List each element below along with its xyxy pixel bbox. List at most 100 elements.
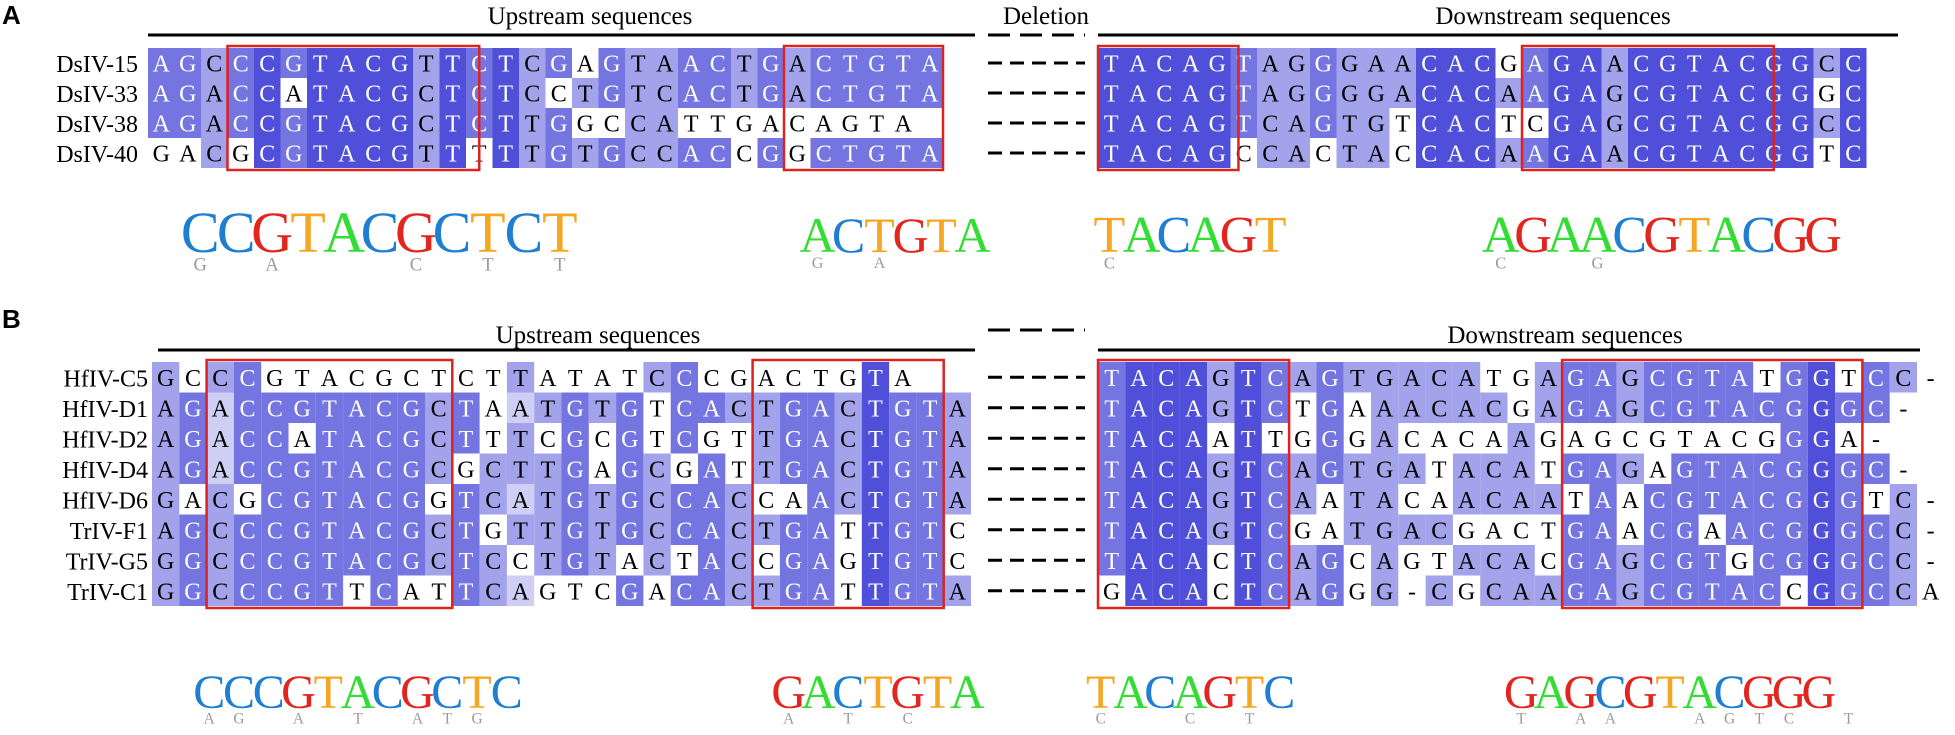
residue-cell (413, 48, 440, 78)
residue-cell (261, 484, 289, 515)
residue-letter: A (1922, 579, 1940, 605)
residue-letter: G (577, 111, 594, 137)
residue-letter: G (184, 579, 201, 605)
residue-letter: C (259, 51, 275, 77)
residue-cell (1681, 138, 1708, 168)
logo-letter: A (341, 666, 376, 719)
residue-cell (1889, 575, 1917, 606)
residue-letter: A (1185, 488, 1203, 514)
residue-letter: A (683, 81, 701, 107)
residue-letter: C (267, 579, 283, 605)
residue-letter: A (949, 579, 967, 605)
residue-letter: T (1432, 549, 1447, 575)
residue-cell (1336, 48, 1363, 78)
logo-letter: T (470, 200, 505, 265)
residue-cell (670, 423, 698, 454)
residue-letter: G (266, 366, 283, 392)
logo-minor-letter: T (554, 255, 566, 276)
residue-cell (698, 514, 726, 545)
residue-letter: G (157, 549, 174, 575)
residue-letter: G (566, 488, 583, 514)
residue-letter: A (485, 396, 503, 422)
residue-cell (1562, 514, 1590, 545)
residue-cell (1562, 575, 1590, 606)
residue-letter: C (267, 549, 283, 575)
residue-cell (1125, 514, 1153, 545)
residue-letter: C (240, 579, 256, 605)
residue-letter: C (259, 81, 275, 107)
residue-letter: G (157, 488, 174, 514)
residue-cell (916, 48, 943, 78)
residue-letter: A (403, 579, 421, 605)
residue-cell (152, 392, 180, 423)
residue-cell (625, 138, 652, 168)
residue-cell (534, 514, 562, 545)
residue-cell (752, 392, 780, 423)
residue-letter: T (1705, 366, 1720, 392)
residue-cell (1125, 484, 1153, 515)
residue-letter: A (212, 427, 230, 453)
residue-letter: A (1500, 81, 1518, 107)
residue-cell (1780, 453, 1808, 484)
residue-cell (545, 48, 572, 78)
residue-letter: T (313, 81, 328, 107)
residue-letter: C (1262, 141, 1278, 167)
residue-cell (1616, 545, 1644, 576)
residue-cell (1725, 362, 1754, 393)
residue-letter: A (785, 488, 803, 514)
residue-letter: G (785, 549, 802, 575)
residue-cell (890, 78, 917, 108)
residue-letter: C (233, 81, 249, 107)
residue-letter: G (789, 141, 806, 167)
residue-letter: C (1236, 141, 1252, 167)
residue-letter: G (1567, 579, 1584, 605)
panel-a-letter: A (2, 0, 21, 30)
residue-cell (1152, 423, 1180, 454)
residue-letter: G (1294, 427, 1311, 453)
residue-cell (1681, 78, 1708, 108)
residue-letter: C (1759, 488, 1775, 514)
logo-letter: C (832, 207, 865, 263)
residue-letter: A (1262, 81, 1280, 107)
residue-letter: G (403, 488, 420, 514)
residue-letter: C (816, 141, 832, 167)
residue-letter: T (459, 549, 474, 575)
residue-cell (1813, 48, 1840, 78)
residue-cell (861, 484, 890, 515)
residue-letter: C (240, 427, 256, 453)
residue-cell (757, 138, 784, 168)
residue-letter: A (1594, 579, 1612, 605)
residue-cell (1371, 392, 1399, 423)
residue-cell (861, 362, 890, 393)
residue-cell (1840, 138, 1867, 168)
residue-letter: T (1104, 141, 1119, 167)
residue-letter: G (1500, 51, 1517, 77)
logo-letter: C (217, 200, 256, 265)
residue-letter: C (1421, 81, 1437, 107)
residue-letter: G (1376, 366, 1393, 392)
residue-cell (179, 514, 207, 545)
logo-letter: A (1682, 666, 1717, 719)
residue-cell (861, 575, 890, 606)
residue-cell (1452, 453, 1481, 484)
residue-letter: T (1705, 396, 1720, 422)
residue-letter: A (1712, 51, 1730, 77)
residue-cell (1813, 108, 1840, 138)
residue-cell (588, 484, 617, 515)
residue-cell (704, 78, 731, 108)
residue-letter: G (485, 518, 502, 544)
residue-letter: C (710, 51, 726, 77)
residue-cell (678, 78, 705, 108)
residue-cell (288, 453, 316, 484)
residue-cell (807, 392, 835, 423)
residue-letter: T (1241, 488, 1256, 514)
residue-cell (315, 575, 344, 606)
residue-letter: A (1376, 488, 1394, 514)
residue-letter: G (293, 396, 310, 422)
residue-cell (1548, 78, 1575, 108)
residue-letter: G (736, 111, 753, 137)
residue-cell (1283, 78, 1310, 108)
residue-letter: A (1376, 396, 1394, 422)
residue-letter: T (868, 549, 883, 575)
residue-letter: C (1156, 51, 1172, 77)
